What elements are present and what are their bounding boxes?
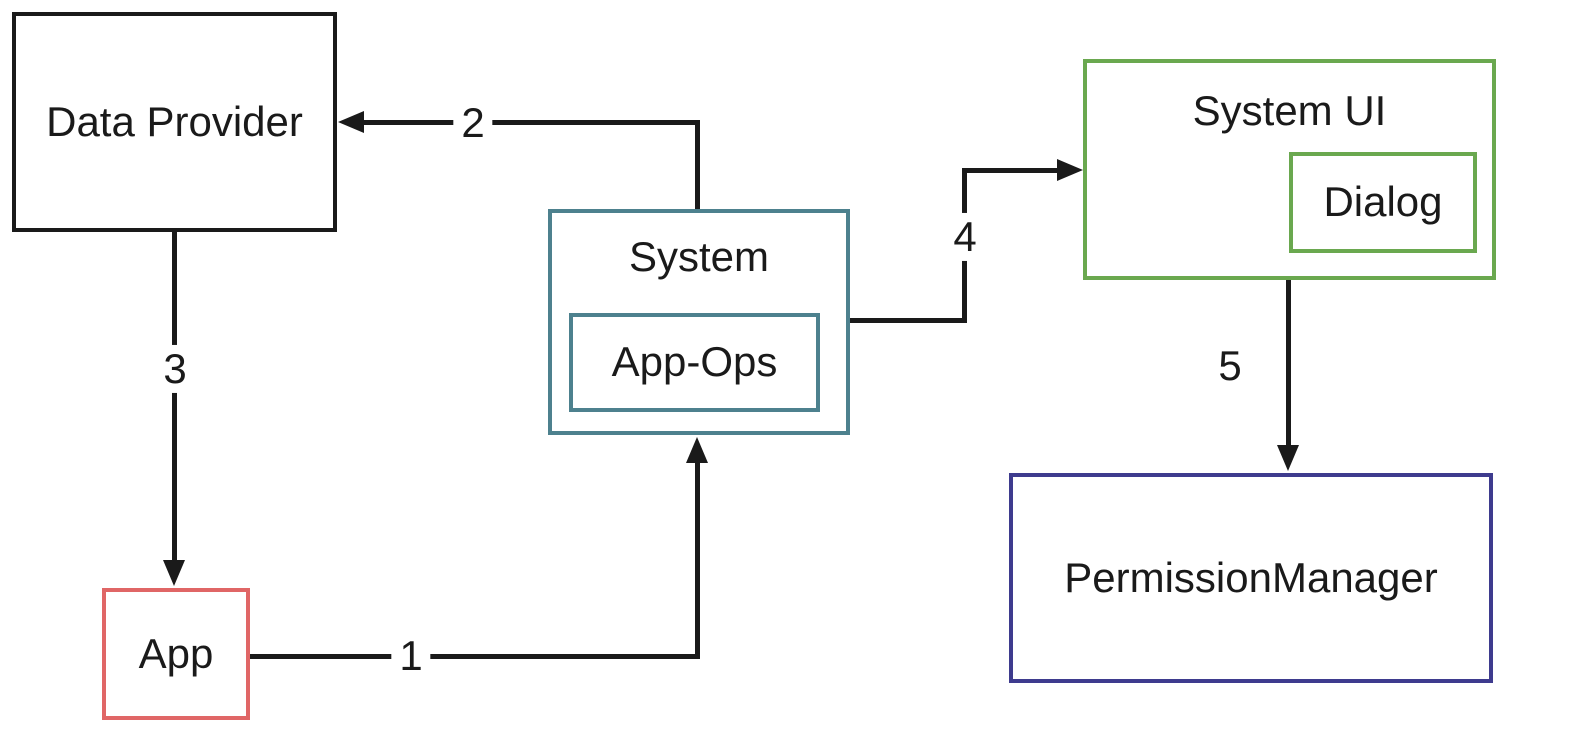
edge-3-segment-vertical [172,232,177,562]
node-app-label: App [138,629,214,677]
edge-1-segment-horizontal [250,654,699,659]
node-system-ui-label: System UI [1192,87,1387,134]
node-data-provider-label: Data Provider [46,97,303,145]
edge-1-label: 1 [391,631,431,681]
node-dialog-label: Dialog [1323,178,1443,226]
edge-4-label: 4 [945,212,985,262]
edge-5-arrowhead-down [1277,445,1299,471]
edge-4-segment-horizontal-upper [962,168,1059,173]
edge-5-label: 5 [1210,341,1250,391]
node-app-ops-label: App-Ops [611,338,778,386]
node-app-ops: App-Ops [569,313,820,412]
edge-4-arrowhead-right [1057,159,1083,181]
edge-2-segment-vertical [695,122,700,209]
edge-1-arrowhead-up [686,437,708,463]
node-data-provider: Data Provider [12,12,337,232]
node-permission-manager: PermissionManager [1009,473,1493,683]
node-system-label: System [628,233,770,280]
node-dialog: Dialog [1289,152,1477,253]
edge-4-segment-horizontal-lower [850,318,967,323]
node-app: App [102,588,250,720]
edge-3-arrowhead-down [163,560,185,586]
edge-1-segment-vertical [695,460,700,659]
edge-2-label: 2 [453,98,493,148]
edge-3-label: 3 [155,344,195,394]
node-system-ui: System UI Dialog [1083,59,1496,280]
edge-5-segment-vertical [1286,280,1291,447]
edge-2-segment-horizontal [358,120,700,125]
node-system: System App-Ops [548,209,850,435]
edge-2-arrowhead-left [338,111,364,133]
node-permission-manager-label: PermissionManager [1064,553,1438,601]
